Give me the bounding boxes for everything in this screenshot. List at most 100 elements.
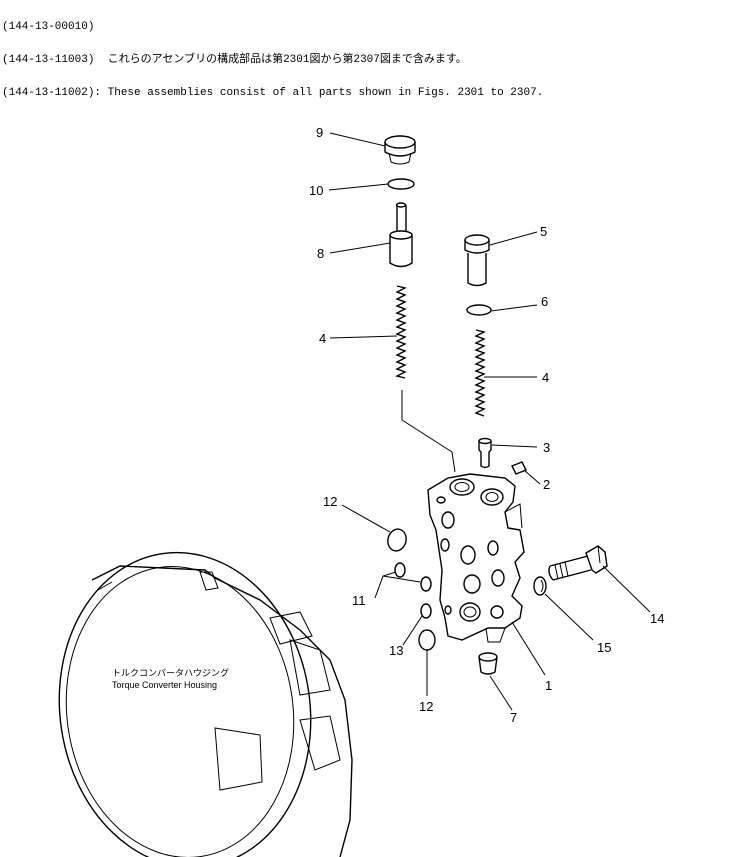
block-hole-4 [460,545,476,565]
leader-6 [490,304,538,312]
housing-label-jp: トルクコンバータハウジング [112,667,229,678]
callout-12-upper: 12 [323,494,337,509]
cap-thread [388,152,412,165]
housing-boss-1 [269,611,313,645]
callout-11: 11 [352,593,366,608]
plunger-body [389,235,413,268]
callout-3: 3 [543,440,550,455]
bolt-head [585,545,608,574]
cap-body [384,142,416,157]
callout-10: 10 [309,183,323,198]
part-6-o-ring [466,304,492,316]
block-hole-8 [490,605,504,619]
block-edge-1 [504,503,523,529]
leader-10 [328,183,389,191]
header-line-2-code: (144-13-11003) [2,54,95,66]
part-12-o-ring-upper [387,528,407,552]
header-line-1: (144-13-00010) [2,21,95,33]
leader-15 [544,593,594,641]
housing-lug-top [199,571,219,591]
part-7-plug [478,652,498,675]
valve-body [478,441,492,469]
header-line-3: (144-13-11002): These assemblies consist… [2,88,543,99]
block-port-1-inner [454,482,470,492]
block-port-2 [480,488,504,506]
plug-7-top [478,652,498,662]
plunger-tip [395,202,407,208]
housing-boss-2 [289,639,331,696]
housing-shell-edge [91,565,353,857]
block-port-1 [449,478,475,496]
block-hole-1 [436,496,446,504]
header-block: (144-13-00010) (144-13-11003) これらのアセンブリの… [2,0,543,121]
bolt-head-edge [597,545,601,564]
part-10-o-ring [387,178,415,190]
housing-window [214,727,263,791]
block-port-2-inner [485,492,499,502]
leader-14 [602,565,651,613]
part-9-cap [384,135,416,165]
part-11-o-ring-b [420,576,432,592]
housing-outer-rim [58,551,312,857]
header-line-2: (144-13-11003) これらのアセンブリの構成部品は第2301図から第2… [2,55,543,66]
leader-8 [329,242,391,254]
leader-12-upper [341,504,391,533]
callout-12-lower: 12 [419,699,433,714]
part-15-washer [533,576,547,596]
part-4-spring-right [474,329,487,417]
leader-11 [374,571,421,599]
block-boss-bottom [485,627,506,643]
cap-top-5 [464,234,490,246]
leader-5 [489,231,538,246]
plunger-stem [396,205,407,232]
block-hole-3 [440,538,450,552]
bolt-thread [554,561,569,580]
callout-7: 7 [510,710,517,725]
part-4-spring-left [394,285,408,379]
bolt-shank [549,555,592,581]
block-port-3-inner [463,606,477,618]
housing-label-en: Torque Converter Housing [112,680,217,690]
block-hole-6 [463,574,481,594]
part-14-bolt [548,545,608,581]
part-11-o-ring-a [394,562,406,578]
part-3-valve [478,437,492,469]
torque-converter-housing: トルクコンバータハウジング Torque Converter Housing [58,551,353,857]
cap-hex-5 [464,240,490,254]
header-line-3-text: : These assemblies consist of all parts … [94,87,544,99]
washer-gap [540,579,544,593]
assembly-guide-line [401,390,456,473]
part-8-plunger [389,202,413,268]
callout-6: 6 [541,294,548,309]
plug-7-body [478,656,498,675]
leader-13 [402,615,423,646]
part-2-plug [511,461,527,475]
callout-1: 1 [545,678,552,693]
part-1-valve-body [427,473,525,643]
leader-3 [491,444,538,448]
part-12-o-ring-lower [418,629,436,651]
leader-4-left [329,335,398,339]
housing-boss-3 [299,715,341,771]
header-line-3-code: (144-13-11002) [2,87,95,99]
part-5-cap [464,234,490,287]
block-hole-5 [487,540,499,556]
leader-1 [511,621,546,676]
callout-4-left: 4 [319,331,326,346]
cap-top [384,135,416,149]
callout-13: 13 [389,643,403,658]
callout-15: 15 [597,640,611,655]
part-13-o-ring [420,603,432,619]
block-outline [427,473,525,641]
callout-2: 2 [543,477,550,492]
block-hole-9 [444,605,452,615]
leader-9 [329,132,386,147]
leader-lines [328,132,651,711]
washer-outer [533,576,547,596]
block-hole-2 [441,511,455,529]
leader-7 [489,675,513,711]
leader-2 [523,469,541,485]
callout-5: 5 [540,224,547,239]
